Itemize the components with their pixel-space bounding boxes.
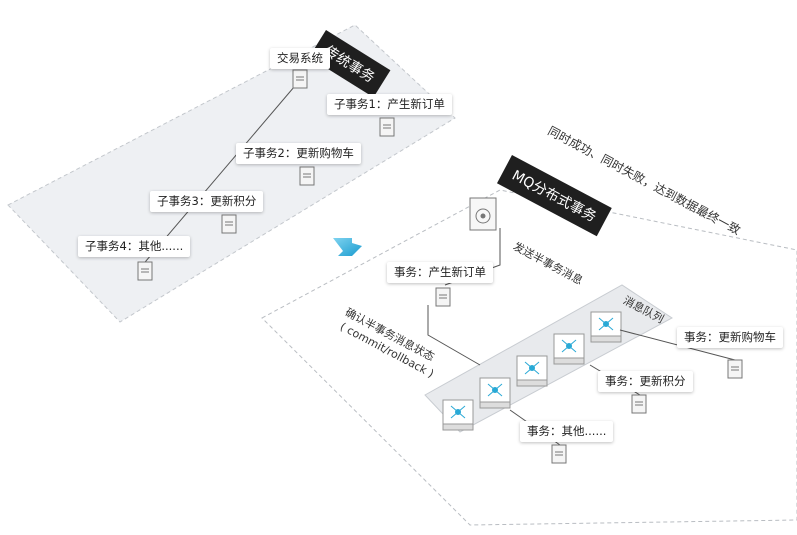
consumer-other-label: 事务：其他...... [520, 421, 614, 442]
server-icon [137, 261, 153, 281]
server-icon [221, 214, 237, 234]
producer-label: 事务：产生新订单 [387, 262, 493, 283]
system-label: 交易系统 [270, 48, 330, 69]
subtransaction-4-label: 子事务4：其他...... [78, 236, 191, 257]
consumer-server-icon [727, 359, 743, 379]
message-cube-icon [516, 355, 548, 387]
producer-server-icon [435, 287, 451, 307]
subtransaction-2-label: 子事务2：更新购物车 [236, 143, 361, 164]
subtransaction-1-label: 子事务1：产生新订单 [327, 94, 452, 115]
consumer-points-label: 事务：更新积分 [598, 371, 693, 392]
server-icon [379, 117, 395, 137]
consumer-server-icon [631, 394, 647, 414]
message-cube-icon [442, 399, 474, 431]
message-cube-icon [553, 333, 585, 365]
transition-arrow-icon [333, 238, 362, 256]
message-cube-icon [479, 377, 511, 409]
confirm-arrow [427, 305, 481, 366]
mq-broker-icon [469, 197, 497, 231]
message-cube-icon [590, 311, 622, 343]
subtransaction-3-label: 子事务3：更新积分 [150, 191, 264, 212]
server-icon [299, 166, 315, 186]
consumer-server-icon [551, 444, 567, 464]
server-icon [292, 69, 308, 89]
consumer-cart-label: 事务：更新购物车 [677, 327, 783, 348]
